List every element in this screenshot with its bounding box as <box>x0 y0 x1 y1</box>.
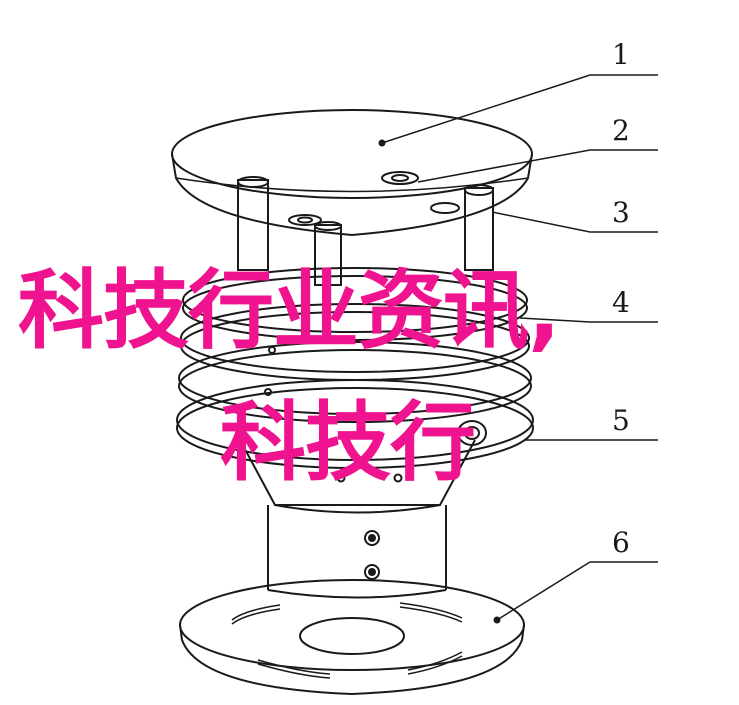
callout-numbers: 1 2 3 4 5 6 <box>612 38 630 559</box>
main-body <box>239 439 476 599</box>
leader-lines <box>381 74 658 621</box>
support-posts <box>237 176 494 286</box>
callout-1: 1 <box>612 38 630 71</box>
callout-2: 2 <box>612 114 630 147</box>
top-cap <box>171 109 533 237</box>
shield-plates <box>176 267 534 469</box>
callout-3: 3 <box>612 196 630 229</box>
callout-5: 5 <box>612 404 630 437</box>
callout-4: 4 <box>612 286 630 319</box>
base-flange <box>179 579 525 696</box>
callout-6: 6 <box>612 526 630 559</box>
